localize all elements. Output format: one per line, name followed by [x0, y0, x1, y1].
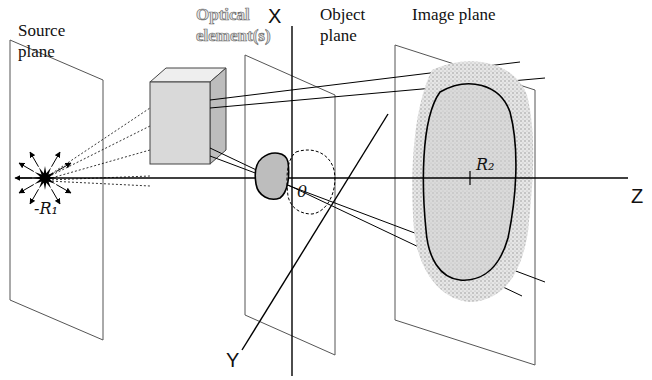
emission-arrow [15, 178, 32, 179]
emission-arrow [52, 152, 61, 167]
axis-label: Z [631, 186, 649, 207]
origin-label: 0 [297, 181, 313, 202]
shifted-object-outline [287, 150, 335, 214]
emission-arrow [19, 185, 34, 194]
object-shape [255, 153, 288, 199]
object-plane [245, 55, 335, 355]
x-axis [291, 26, 292, 376]
image-plane [395, 45, 535, 365]
image-outline [423, 84, 516, 280]
y-axis [242, 114, 388, 350]
emission-arrow [56, 163, 71, 172]
plane-label: Image plane [412, 4, 496, 25]
position-label: -R₁ [34, 198, 78, 219]
image-blur-region [412, 61, 533, 302]
emission-arrow [19, 163, 34, 172]
emission-arrow [30, 152, 39, 167]
position-label: R₂ [476, 154, 510, 175]
element-label: Optical element(s) [196, 4, 300, 46]
output-rays [210, 62, 545, 296]
plane-label: Source plane [18, 20, 84, 62]
r2-tick [469, 171, 470, 185]
input-rays [48, 108, 150, 186]
emission-arrows [15, 152, 71, 204]
axis-label: X [268, 6, 288, 27]
point-source [33, 166, 57, 190]
plane-label: Object plane [320, 4, 384, 46]
source-plane [10, 40, 103, 340]
emission-arrow [56, 185, 71, 194]
optical-element-box [150, 68, 226, 164]
axis-label: Y [226, 350, 246, 371]
z-axis [18, 177, 628, 178]
